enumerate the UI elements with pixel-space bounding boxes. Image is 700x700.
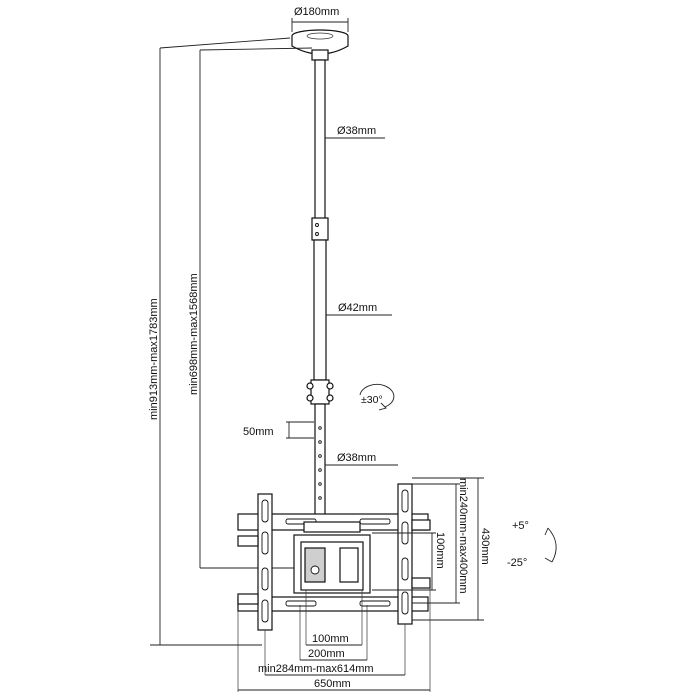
tilt-indicator: +5° -25° [507, 520, 557, 569]
pole-height-label: min698mm-max1568mm [188, 273, 200, 395]
overall-height-dimension: min913mm-max1783mm [148, 37, 291, 646]
swivel-indicator: ±30° [359, 384, 395, 411]
ceiling-plate [291, 29, 349, 61]
adjust-step-label: 50mm [243, 426, 274, 438]
ceiling-plate-diameter-label: Ø180mm [294, 6, 339, 18]
inner-width-small-dimension: 100mm [305, 590, 363, 646]
inner-vertical-label: 100mm [434, 532, 446, 569]
upper-tube-diameter-label: Ø38mm [337, 125, 376, 137]
bracket-height-label: 430mm [479, 528, 491, 565]
vertical-hole-range-label: min240mm-max400mm [457, 478, 469, 594]
pole-height-dimension: min698mm-max1568mm [188, 47, 313, 569]
bracket-height-dimension: 430mm [412, 477, 491, 621]
vertical-hole-range-dimension: min240mm-max400mm [412, 478, 469, 604]
pole [306, 59, 334, 521]
overall-height-label: min913mm-max1783mm [148, 298, 160, 420]
tilt-down-label: -25° [507, 557, 527, 569]
horizontal-hole-range-label: min284mm-max614mm [258, 663, 374, 675]
tilt-up-label: +5° [512, 520, 529, 532]
swivel-range-label: ±30° [361, 394, 383, 406]
bracket-width-dimension: 650mm [237, 588, 431, 692]
inner-vertical-dimension: 100mm [372, 532, 446, 591]
vesa-bracket [237, 483, 431, 631]
middle-tube-diameter-label: Ø42mm [338, 302, 377, 314]
inner-width-large-label: 200mm [308, 648, 345, 660]
horizontal-hole-range-dimension: min284mm-max614mm [258, 624, 406, 676]
lower-tube-diameter-label: Ø38mm [337, 452, 376, 464]
bracket-width-label: 650mm [314, 678, 351, 690]
inner-width-large-dimension: 200mm [299, 605, 368, 661]
inner-width-small-label: 100mm [312, 633, 349, 645]
